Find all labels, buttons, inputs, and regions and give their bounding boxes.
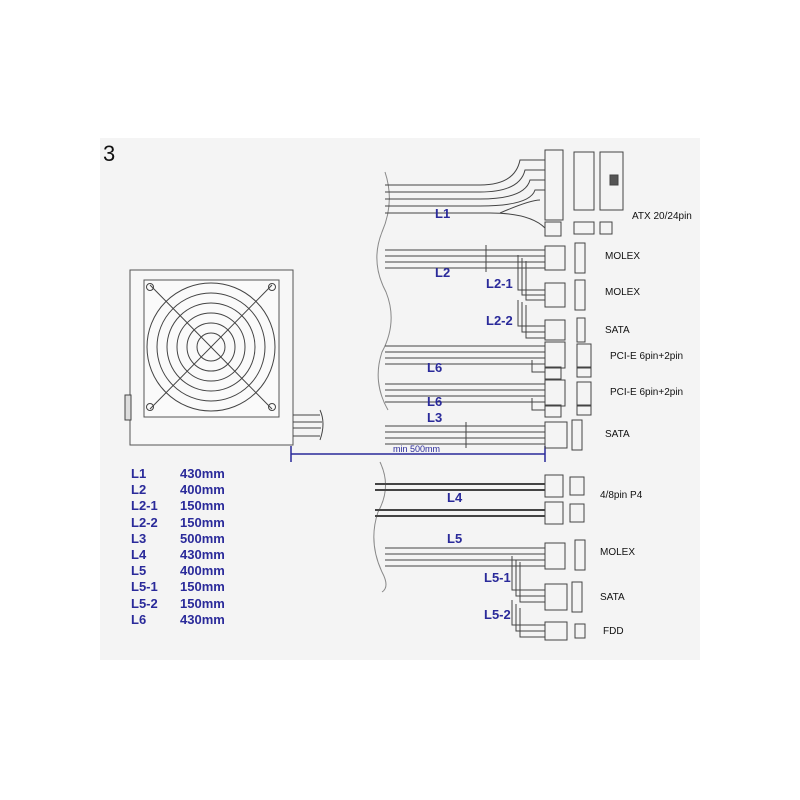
connector-label-sata-2: SATA bbox=[605, 429, 630, 440]
length-row: L3 500mm bbox=[131, 531, 225, 547]
cable-label-l3: L3 bbox=[427, 410, 443, 425]
cable-l4 bbox=[375, 483, 545, 517]
cable-l5 bbox=[385, 539, 586, 641]
cable-label-l2: L2 bbox=[435, 265, 451, 280]
length-cable: L5 bbox=[131, 563, 147, 579]
sata-connector-icon bbox=[544, 317, 586, 343]
cable-label-l4: L4 bbox=[447, 490, 463, 505]
length-row: L2-1 150mm bbox=[131, 498, 225, 514]
atx-connector-icon bbox=[544, 149, 624, 237]
length-value: 500mm bbox=[180, 530, 225, 546]
length-row: L5 400mm bbox=[131, 563, 225, 579]
cable-l2 bbox=[385, 245, 545, 339]
length-row: L6 430mm bbox=[131, 612, 225, 628]
length-cable: L5-1 bbox=[131, 579, 158, 595]
connector-label-fdd: FDD bbox=[603, 626, 624, 637]
fan-grille-icon bbox=[146, 282, 276, 412]
length-row: L2 400mm bbox=[131, 482, 225, 498]
figure-number: 3 bbox=[103, 141, 116, 166]
connector-label-pcie-1: PCI-E 6pin+2pin bbox=[610, 351, 684, 362]
length-row: L5-2 150mm bbox=[131, 596, 225, 612]
min-length-dimension bbox=[290, 446, 546, 462]
length-row: L5-1 150mm bbox=[131, 579, 225, 595]
length-value: 150mm bbox=[180, 514, 225, 530]
length-row: L4 430mm bbox=[131, 547, 225, 563]
length-cable: L4 bbox=[131, 546, 147, 562]
length-value: 400mm bbox=[180, 563, 225, 579]
length-value: 430mm bbox=[180, 546, 225, 562]
cable-l3 bbox=[385, 419, 583, 451]
cable-label-l2-1: L2-1 bbox=[486, 276, 513, 291]
cable-l6 bbox=[385, 341, 592, 418]
connector-label-p4: 4/8pin P4 bbox=[600, 490, 643, 501]
length-value: 150mm bbox=[180, 579, 225, 595]
molex-connector-icon bbox=[544, 242, 586, 311]
cable-label-l1: L1 bbox=[435, 206, 451, 221]
length-cable: L2-1 bbox=[131, 498, 158, 514]
min-length-label: min 500mm bbox=[393, 444, 441, 454]
psu-unit bbox=[124, 269, 324, 446]
cable-label-l5-1: L5-1 bbox=[484, 570, 511, 585]
connector-label-molex-2: MOLEX bbox=[605, 287, 641, 298]
p4-connector-icon bbox=[544, 474, 585, 525]
length-row: L2-2 150mm bbox=[131, 515, 225, 531]
length-cable: L6 bbox=[131, 611, 147, 627]
cable-l1 bbox=[385, 159, 546, 229]
connector-label-atx: ATX 20/24pin bbox=[632, 211, 692, 222]
length-value: 430mm bbox=[180, 466, 225, 481]
connector-label-sata-1: SATA bbox=[605, 325, 630, 336]
length-cable: L2 bbox=[131, 482, 147, 498]
length-row: L1 430mm bbox=[131, 466, 225, 482]
cable-label-l6-b: L6 bbox=[427, 394, 443, 409]
length-value: 150mm bbox=[180, 498, 225, 514]
length-value: 150mm bbox=[180, 595, 225, 611]
length-cable: L3 bbox=[131, 530, 147, 546]
length-cable: L1 bbox=[131, 466, 147, 481]
cable-label-l6-a: L6 bbox=[427, 360, 443, 375]
length-cable: L5-2 bbox=[131, 595, 158, 611]
cable-label-l2-2: L2-2 bbox=[486, 313, 513, 328]
cable-label-l5-2: L5-2 bbox=[484, 607, 511, 622]
length-cable: L2-2 bbox=[131, 514, 158, 530]
connector-label-sata-3: SATA bbox=[600, 592, 625, 603]
length-value: 400mm bbox=[180, 482, 225, 498]
connector-label-molex-3: MOLEX bbox=[600, 547, 636, 558]
length-value: 430mm bbox=[180, 611, 225, 627]
connector-label-pcie-2: PCI-E 6pin+2pin bbox=[610, 387, 684, 398]
connector-label-molex-1: MOLEX bbox=[605, 251, 641, 262]
cable-length-list: L1 430mm L2 400mm L2-1 150mm L2-2 150mm L3 50… bbox=[131, 466, 225, 628]
cable-label-l5: L5 bbox=[447, 531, 463, 546]
